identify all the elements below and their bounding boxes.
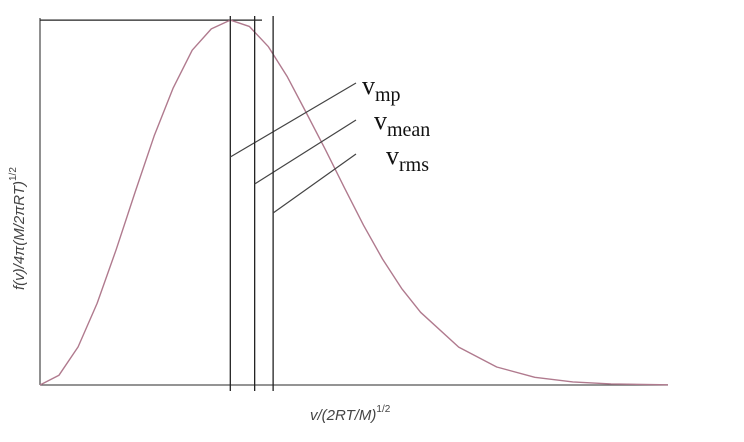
- curve-layer: [39, 19, 669, 386]
- vmp-label-sub: mp: [375, 84, 401, 106]
- x-axis-label-sup: 1/2: [376, 404, 390, 415]
- vrms-leader-line: [272, 153, 357, 214]
- y-axis-label-sup: 1/2: [8, 167, 19, 181]
- vrms-label-sub: rms: [399, 154, 429, 176]
- vmean-label: vmean: [374, 106, 430, 141]
- vmp-label: vmp: [362, 71, 401, 106]
- marker-layer: [229, 16, 357, 391]
- distribution-curve: [39, 19, 669, 386]
- x-axis-label: v/(2RT/M)1/2: [310, 404, 391, 424]
- vmean-leader-line: [254, 119, 357, 185]
- y-axis-label: f(v)/4π(M/2πRT)1/2: [8, 167, 28, 290]
- vmean-label-sub: mean: [387, 119, 430, 141]
- y-axis-label-main: f(v)/4π(M/2πRT): [11, 181, 28, 290]
- vmp-leader-line: [229, 82, 357, 158]
- vmean-label-base: v: [374, 106, 387, 135]
- axes: [39, 18, 668, 386]
- vmp-label-base: v: [362, 71, 375, 100]
- vrms-label: vrms: [386, 141, 429, 176]
- vrms-label-base: v: [386, 141, 399, 170]
- x-axis-label-main: v/(2RT/M): [310, 407, 376, 424]
